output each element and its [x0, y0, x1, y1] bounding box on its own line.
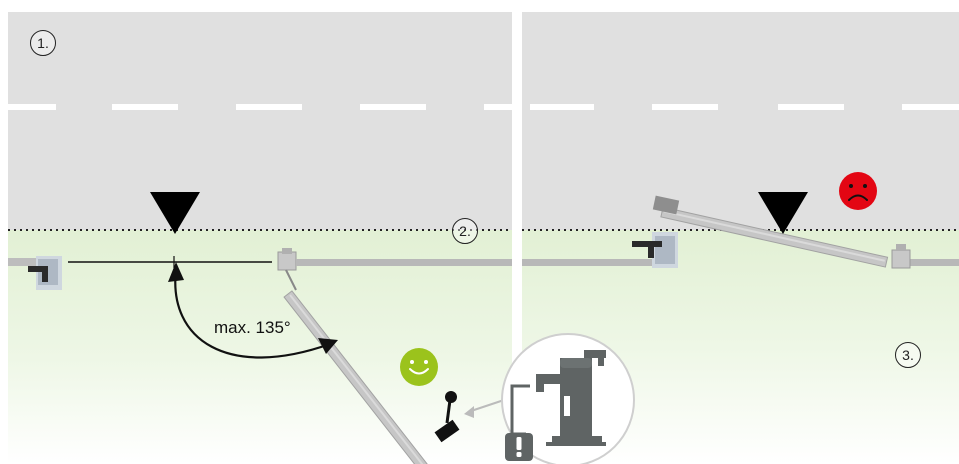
angle-arc [174, 269, 331, 359]
pointer-triangle-icon [758, 192, 808, 234]
rail [296, 259, 512, 266]
scene-incorrect [522, 12, 959, 464]
panel-correct: 1. max. 135° [8, 12, 512, 464]
arm-end-cap [652, 195, 680, 215]
smiley-sad-icon [839, 172, 877, 210]
receiver-post [632, 232, 678, 268]
arc-arrowhead-top [168, 262, 184, 282]
rail [910, 259, 959, 266]
step-number-3: 3. [895, 342, 921, 368]
gate-post-detail-icon [510, 350, 606, 446]
arc-arrowhead-bottom [318, 338, 338, 354]
padlock-icon [434, 391, 460, 443]
step-number-1: 1. [30, 30, 56, 56]
hinge-post [891, 244, 911, 269]
road [8, 12, 512, 230]
receiver-post [8, 256, 62, 290]
connector-arrowhead [464, 406, 474, 418]
exclamation-icon [505, 433, 533, 461]
barrier-arm-misaligned [660, 206, 889, 268]
road [522, 12, 959, 230]
step-number-2: 2. [452, 218, 478, 244]
detail-inset [501, 333, 635, 464]
max-angle-label: max. 135° [214, 318, 291, 337]
pointer-triangle-icon [150, 192, 200, 234]
scene-correct [8, 12, 512, 464]
verge [8, 230, 512, 464]
rail [522, 259, 654, 266]
barrier-arm-open [283, 290, 429, 464]
smiley-happy-icon [400, 348, 438, 386]
lane-markings [8, 104, 512, 110]
lane-markings [530, 104, 959, 110]
panel-incorrect: 3. [522, 0, 959, 464]
